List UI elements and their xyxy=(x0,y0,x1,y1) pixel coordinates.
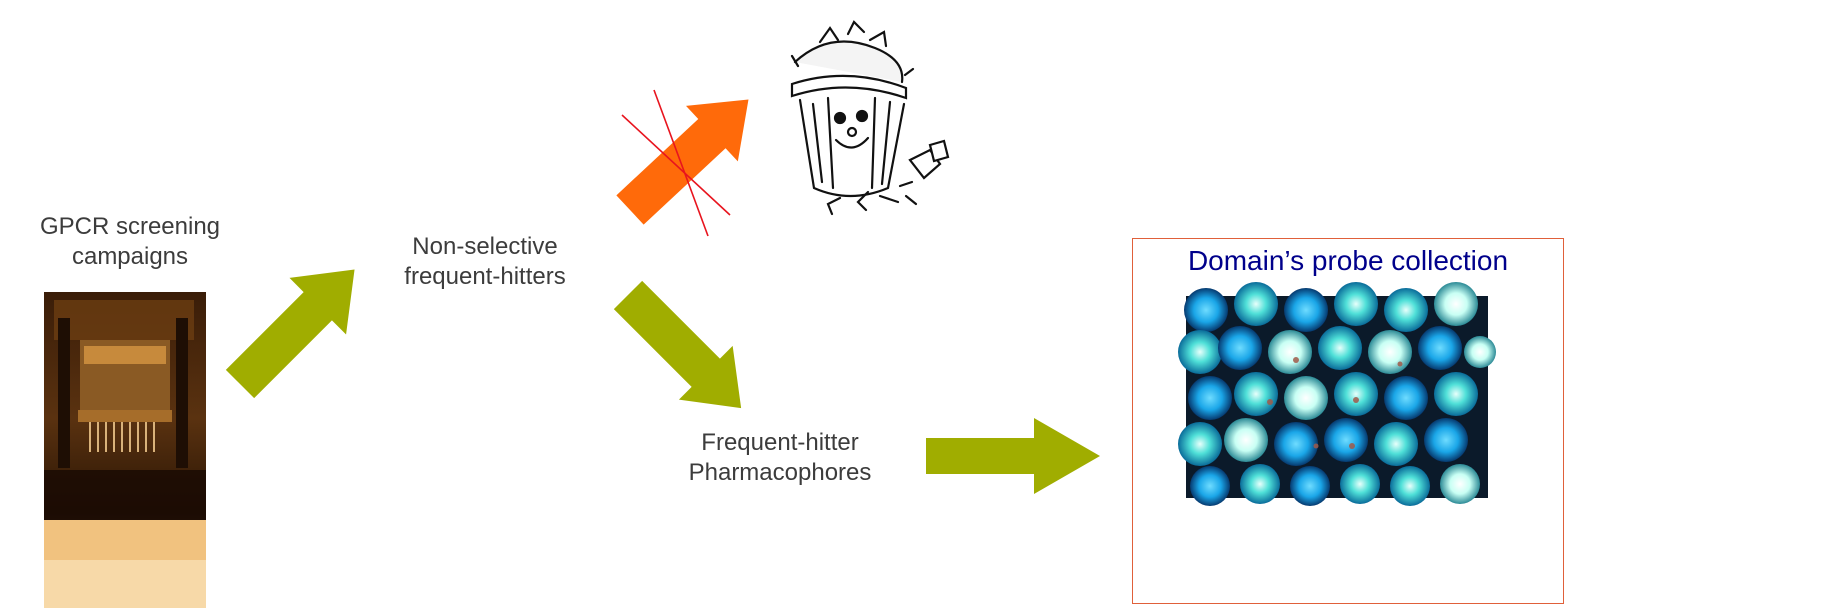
screening-robot-photo xyxy=(44,292,206,608)
cross-out-mark xyxy=(621,89,731,237)
pharmacophores-label: Frequent-hitter Pharmacophores xyxy=(688,429,872,486)
non-selective-label: Non-selective frequent-hitters xyxy=(404,233,566,290)
gpcr-screening-label: GPCR screening campaigns xyxy=(39,213,221,270)
trash-can-cartoon xyxy=(790,20,950,216)
arrow-to-pharmacophores xyxy=(613,280,742,409)
arrow-to-non-selective xyxy=(225,269,355,399)
arrow-to-probe-collection xyxy=(926,418,1100,494)
arrow-to-trash xyxy=(616,99,749,225)
probe-collection-title: Domain’s probe collection xyxy=(1187,245,1509,276)
probe-vials-photo xyxy=(1178,282,1496,506)
